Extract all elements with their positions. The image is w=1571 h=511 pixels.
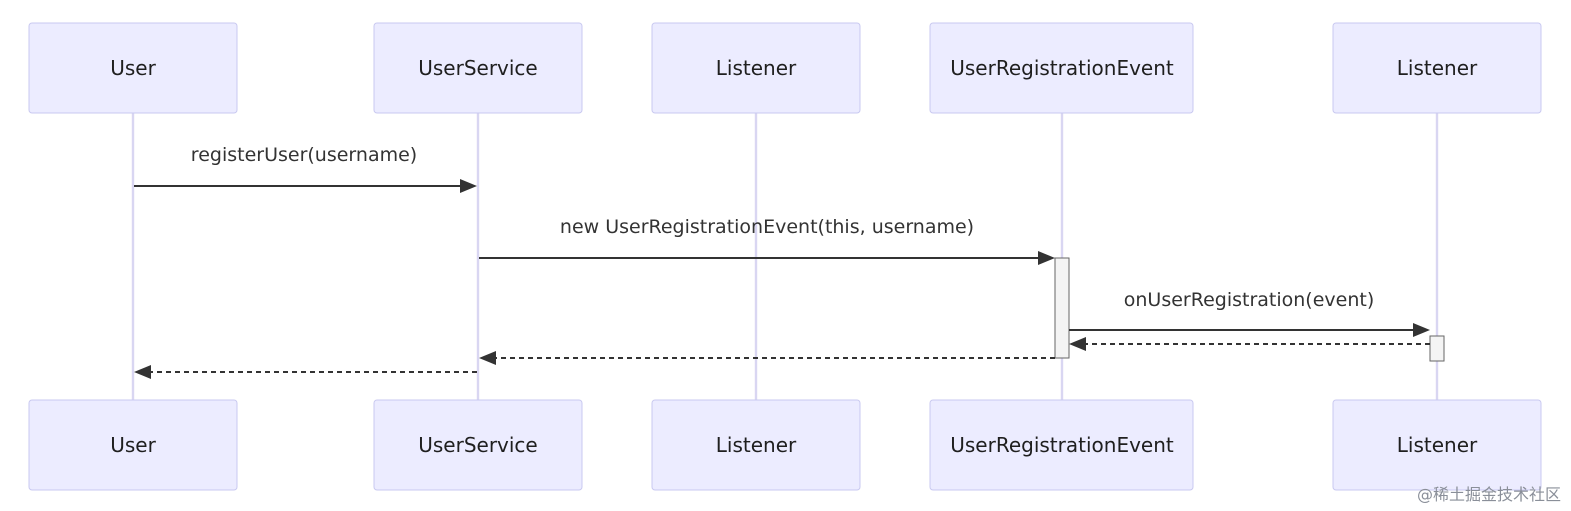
actor-top-user: User	[28, 22, 238, 114]
actor-label: UserService	[418, 56, 538, 80]
actor-bottom-listener-second: Listener	[1332, 399, 1542, 491]
actor-label: Listener	[1397, 433, 1478, 457]
actor-label: Listener	[716, 56, 797, 80]
actor-label: UserRegistrationEvent	[950, 433, 1174, 457]
actor-bottom-userservice: UserService	[373, 399, 583, 491]
watermark: @稀土掘金技术社区	[1416, 485, 1561, 504]
message-registeruser: registerUser(username)	[134, 144, 477, 193]
actor-bottom-listener: Listener	[651, 399, 861, 491]
message-return-listener	[1069, 337, 1430, 351]
activation-listener-second	[1429, 335, 1445, 362]
actor-bottom-user: User	[28, 399, 238, 491]
actor-top-listener: Listener	[651, 22, 861, 114]
actor-label: User	[110, 56, 156, 80]
arrowhead-left-icon	[1069, 337, 1086, 351]
message-label: new UserRegistrationEvent(this, username…	[560, 216, 974, 238]
actor-label: Listener	[1397, 56, 1478, 80]
activation-userregistrationevent	[1054, 257, 1070, 359]
actor-label: Listener	[716, 433, 797, 457]
message-new-event: new UserRegistrationEvent(this, username…	[479, 216, 1055, 265]
actor-label: UserService	[418, 433, 538, 457]
arrowhead-right-icon	[460, 179, 477, 193]
arrowhead-left-icon	[479, 351, 496, 365]
message-return-event	[479, 351, 1055, 365]
actor-top-listener-second: Listener	[1332, 22, 1542, 114]
actor-top-userregistrationevent: UserRegistrationEvent	[929, 22, 1194, 114]
actor-label: User	[110, 433, 156, 457]
arrowhead-left-icon	[134, 365, 151, 379]
message-label: registerUser(username)	[191, 144, 417, 166]
arrowhead-right-icon	[1038, 251, 1055, 265]
message-label: onUserRegistration(event)	[1124, 289, 1375, 311]
message-return-userservice	[134, 365, 477, 379]
message-onuserregistration: onUserRegistration(event)	[1069, 289, 1430, 337]
actor-bottom-userregistrationevent: UserRegistrationEvent	[929, 399, 1194, 491]
actor-top-userservice: UserService	[373, 22, 583, 114]
arrowhead-right-icon	[1413, 323, 1430, 337]
actor-label: UserRegistrationEvent	[950, 56, 1174, 80]
